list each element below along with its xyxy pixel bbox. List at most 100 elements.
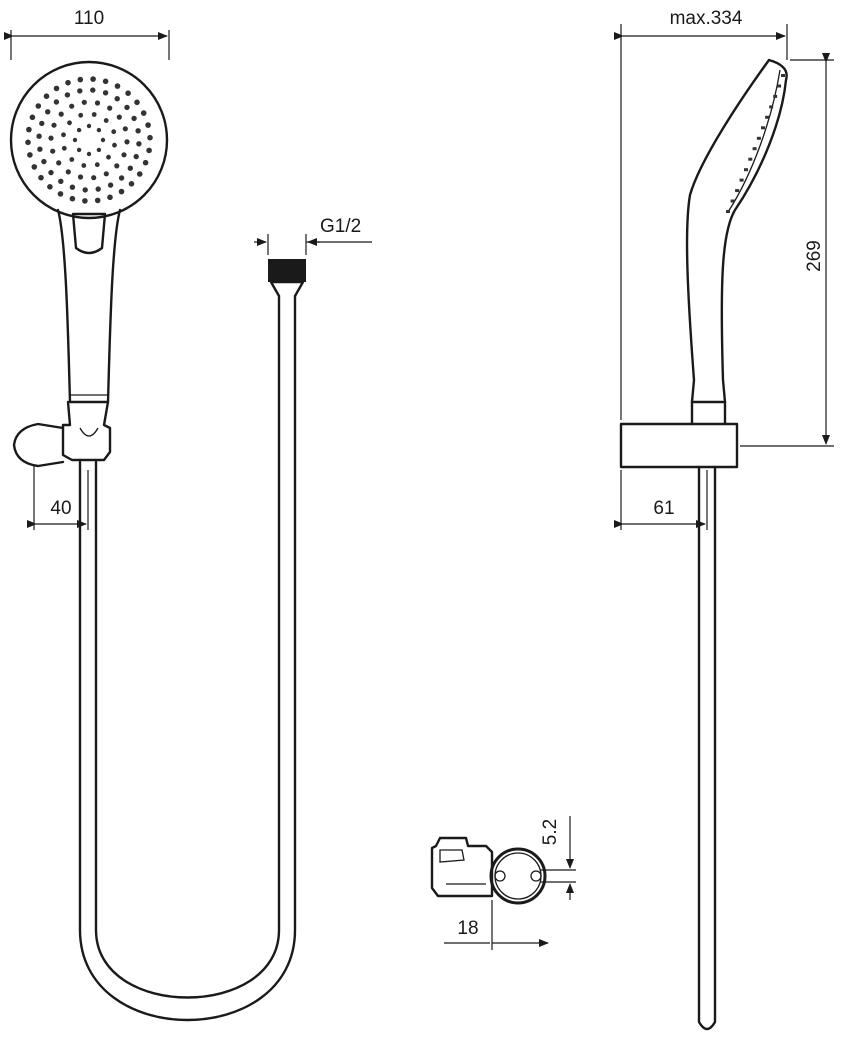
max-length-label: max.334 [670,8,743,29]
nozzle-dot [69,103,75,109]
side-nozzle [777,84,782,88]
nozzle-dot [131,115,137,122]
handle-height-label: 269 [804,240,825,272]
wall-holder [61,400,112,462]
side-nozzle [735,189,740,193]
nozzle-dot [114,83,121,89]
nozzle-dot [61,145,67,151]
nozzle-dot [26,126,32,133]
nozzle-dot [124,104,130,111]
handle-outline [56,208,122,404]
nozzle-dot [112,142,117,148]
nozzle-dot [111,129,117,135]
nozzle-dot [95,186,101,192]
nozzle-dot [64,92,71,98]
side-nozzle [752,147,757,151]
dimension-holder-offset-side: 61 [614,470,708,530]
nozzle-dot [121,152,127,158]
spray-nozzles [25,76,153,204]
nozzle-dot [128,181,135,187]
nozzle-dot [67,120,72,126]
nozzle-dot [58,178,64,184]
nozzle-dot [134,99,140,106]
nozzle-dot [58,111,64,117]
nozzle-dot [65,169,71,175]
nozzle-dot [72,137,78,143]
nozzle-dot [94,100,101,106]
nozzle-dot [37,146,43,152]
holder-offset-side-label: 61 [653,498,674,519]
nozzle-dot [114,96,120,102]
hose-outer [78,294,297,1022]
dimension-handle-height: 269 [740,53,834,447]
side-nozzle [730,199,735,203]
nozzle-dot [65,79,71,86]
nozzle-dot [142,159,149,166]
dimension-clip-gap: 5.2 [540,816,576,900]
side-handle-outline [685,58,788,404]
nozzle-dot [118,175,125,181]
holder-knob [12,422,65,468]
nozzle-dot [145,122,151,128]
nozzle-dot [103,118,109,123]
side-nozzle [739,178,744,182]
side-wall-holder [619,422,739,469]
side-hose [697,465,717,1031]
clip-width-label: 18 [457,918,478,939]
hose-inner [94,294,281,999]
nozzle-dot [29,114,36,121]
nozzle-dot [96,147,102,153]
nozzle-dot [56,160,62,166]
nozzle-dot [45,109,51,115]
side-view-hand-shower [619,58,788,1031]
nozzle-dot [146,147,152,154]
nozzle-dot [53,85,60,92]
holder-slot [79,427,99,437]
nozzle-dot [35,103,42,109]
nozzle-dot [31,164,38,170]
nozzle-dot [147,134,153,141]
nozzle-dot [90,87,96,93]
nozzle-dot [127,165,133,171]
nozzle-dot [94,162,100,168]
nozzle-dot [47,184,53,190]
dimension-head-width: 110 [4,8,170,60]
nozzle-dot [136,141,142,147]
nozzle-dot [69,157,75,162]
dimension-holder-offset-front: 40 [27,466,89,530]
nozzle-dot [91,112,97,117]
nozzle-dot [96,127,102,133]
side-nozzle [756,136,761,140]
nozzle-dot [77,88,83,94]
nozzle-dot [90,76,96,82]
nozzle-dot [116,114,122,120]
head-width-label: 110 [74,8,104,29]
side-nozzle [761,126,765,130]
nozzle-dot [78,112,84,118]
nozzle-dot [81,99,87,105]
shower-head-outline [9,60,169,220]
nozzle-dot [77,174,84,180]
nozzle-dot [133,153,139,160]
side-nozzle [765,115,770,119]
clip-ring-outer [489,847,547,905]
nozzle-dot [114,163,120,169]
nozzle-dot [39,120,45,127]
nozzle-dot [41,158,47,165]
nozzle-dot [51,122,57,128]
side-nozzle [748,157,753,161]
thread-label: G1/2 [320,216,361,237]
nozzle-dot [86,123,92,129]
hose-cone [269,280,305,298]
nozzle-dot [100,137,106,143]
clip-pin-left [494,870,506,882]
dimension-thread: G1/2 [254,216,372,255]
nozzle-dot [48,135,54,141]
holder-offset-front-label: 40 [50,498,71,519]
nozzle-dot [86,151,92,157]
nozzle-dot [81,163,87,168]
side-nozzle [726,210,730,213]
nozzle-dot [135,128,141,134]
side-spray-nozzles [726,74,785,213]
